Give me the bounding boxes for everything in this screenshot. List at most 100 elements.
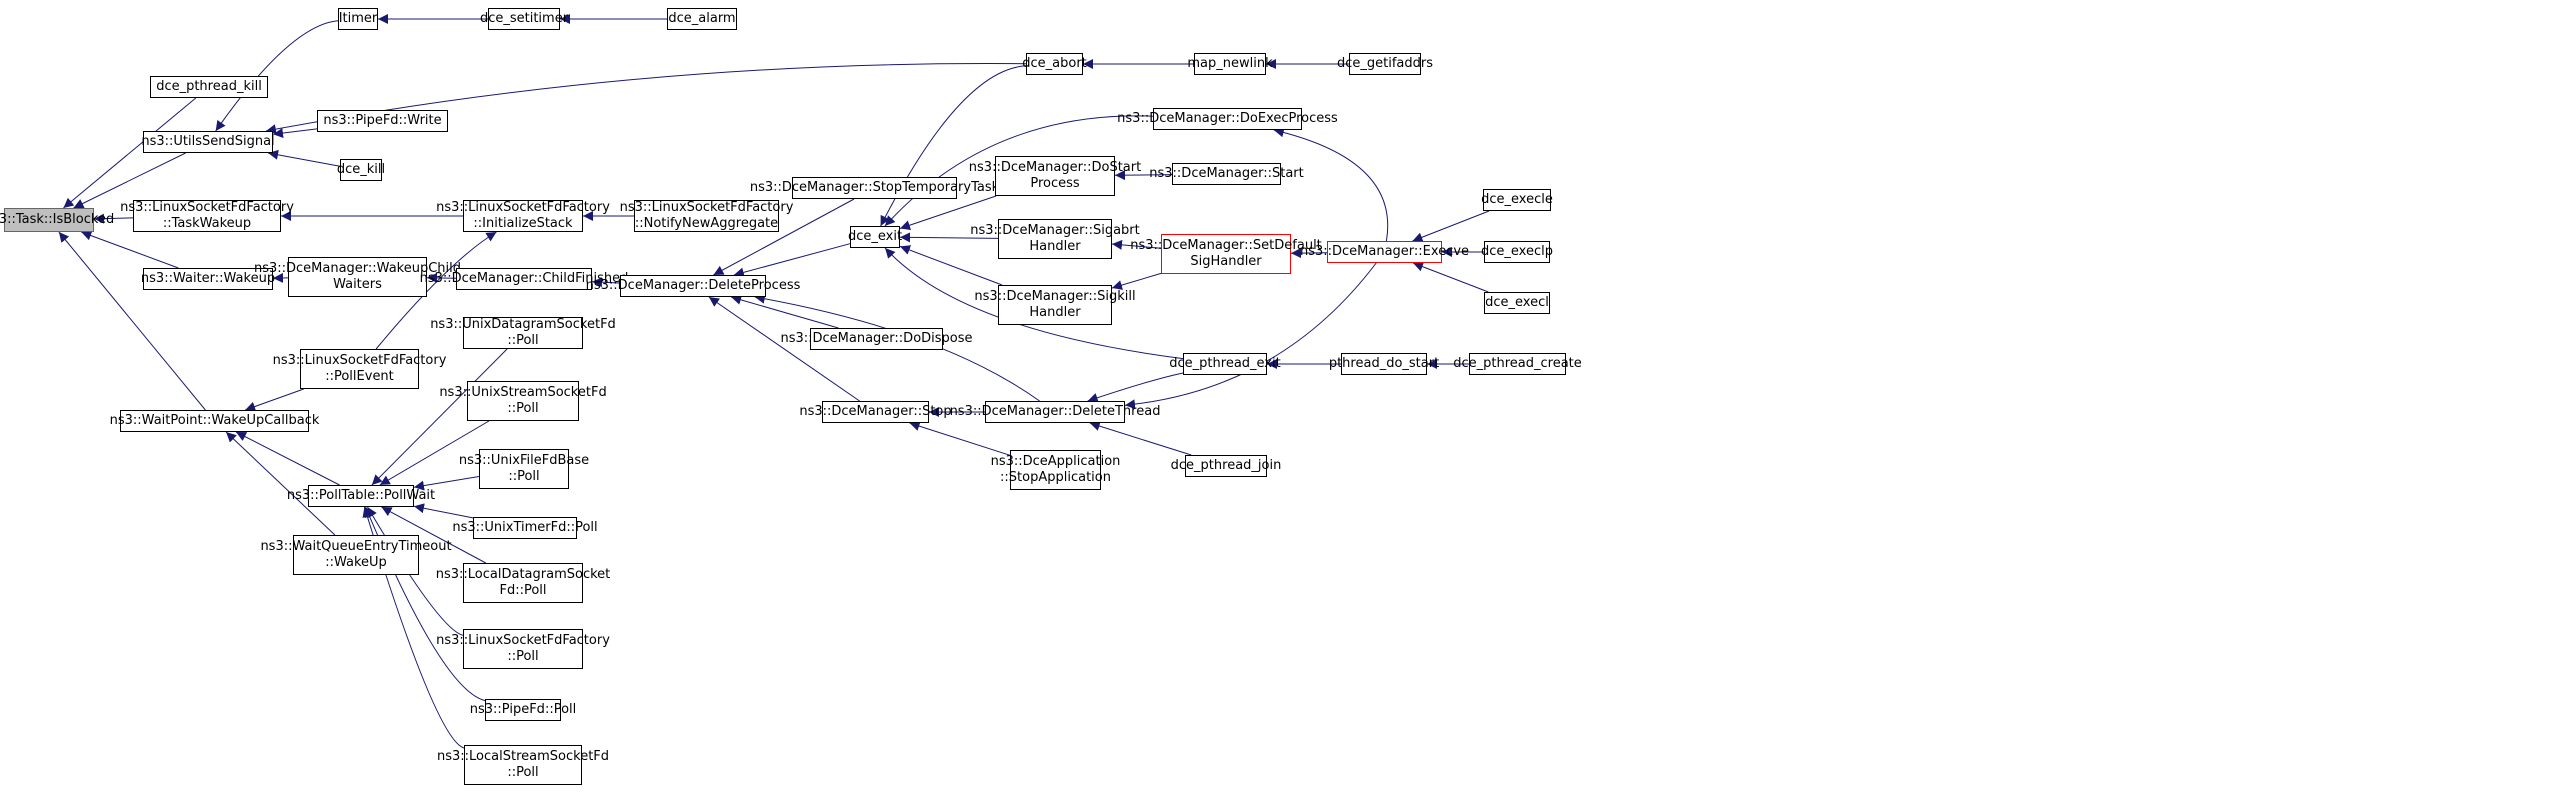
node-label-line: ns3::DceManager::DoStart	[968, 160, 1142, 175]
node-label-line: ns3::UtilsSendSignal	[141, 134, 275, 149]
node-childfinished[interactable]: ns3::DceManager::ChildFinished	[420, 268, 628, 290]
node-label-line: ns3::LinuxSocketFdFactory	[619, 200, 794, 215]
node-exit[interactable]: dce_exit	[848, 226, 902, 248]
node-label-line: ns3::PipeFd::Poll	[469, 702, 577, 717]
node-label-line: ::InitializeStack	[473, 216, 573, 231]
node-label-line: ns3::WaitPoint::WakeUpCallback	[109, 413, 320, 428]
node-pollevent[interactable]: ns3::LinuxSocketFdFactory::PollEvent	[273, 349, 446, 389]
node-label-line: dce_pthread_exit	[1169, 356, 1281, 371]
node-pipewrite[interactable]: ns3::PipeFd::Write	[317, 110, 448, 132]
edge-wpwake-to-isblocked	[58, 231, 206, 411]
node-alarm[interactable]: dce_alarm	[667, 8, 737, 30]
node-itimer[interactable]: Itimer	[338, 8, 378, 30]
node-doexec[interactable]: ns3::DceManager::DoExecProcess	[1117, 108, 1338, 130]
edge-wqetimeout-to-wpwake	[225, 431, 336, 536]
edge-execve-to-setdefsig	[1290, 248, 1328, 259]
node-pollwait[interactable]: ns3::PollTable::PollWait	[287, 485, 435, 507]
node-unixdgpoll[interactable]: ns3::UnixDatagramSocketFd::Poll	[430, 317, 616, 349]
node-label-line: ns3::DceManager::Stop	[799, 404, 952, 419]
node-kill[interactable]: dce_kill	[336, 159, 386, 181]
node-label-line: ::TaskWakeup	[162, 216, 252, 231]
edge-pthread_join-to-deletethread	[1089, 421, 1192, 456]
node-isblocked[interactable]: ns3::Task::IsBlocked	[0, 208, 114, 232]
node-label-line: ns3::Task::IsBlocked	[0, 212, 115, 227]
node-label-line: dce_setitimer	[479, 11, 569, 26]
node-tasklfwake[interactable]: ns3::LinuxSocketFdFactory::TaskWakeup	[120, 200, 294, 232]
node-label-line: ns3::DceManager::StopTemporaryTask	[749, 180, 1000, 195]
node-execve[interactable]: ns3::DceManager::Execve	[1300, 241, 1469, 263]
node-label-line: pthread_do_start	[1328, 356, 1440, 371]
edge-kill-to-utilssend	[268, 149, 341, 167]
node-unixfilepoll[interactable]: ns3::UnixFileFdBase::Poll	[459, 449, 589, 489]
node-label-line: ns3::UnixFileFdBase	[458, 453, 590, 468]
edge-exit-to-deleteprocess	[733, 243, 851, 278]
edge-sigkill-to-exit	[899, 245, 1003, 286]
node-label-line: ns3::LinuxSocketFdFactory	[436, 633, 610, 648]
node-execl[interactable]: dce_execl	[1484, 292, 1550, 314]
node-dodispose[interactable]: ns3::DceManager::DoDispose	[780, 328, 973, 350]
node-label-line: ns3::DceManager::DoExecProcess	[1117, 111, 1338, 126]
edge-dostart-to-exit	[899, 195, 997, 231]
node-label-line: ns3::DceManager::WakeupChild	[253, 261, 462, 276]
node-pthread_exit[interactable]: dce_pthread_exit	[1169, 353, 1281, 375]
node-label-line: ::PollEvent	[325, 369, 394, 384]
node-label-line: Process	[1030, 176, 1080, 191]
node-label-line: ::Poll	[507, 649, 539, 664]
node-wqetimeout[interactable]: ns3::WaitQueueEntryTimeout::WakeUp	[260, 535, 452, 575]
node-pthread_create[interactable]: dce_pthread_create	[1453, 353, 1582, 375]
node-unixstreampoll[interactable]: ns3::UnixStreamSocketFd::Poll	[439, 381, 607, 421]
node-label-line: dce_kill	[336, 162, 386, 177]
node-stop[interactable]: ns3::DceManager::Stop	[799, 401, 952, 423]
node-waiterwake[interactable]: ns3::Waiter::Wakeup	[140, 268, 276, 290]
node-lsffpoll[interactable]: ns3::LinuxSocketFdFactory::Poll	[436, 629, 610, 669]
node-label-line: ns3::UnixDatagramSocketFd	[430, 317, 616, 332]
node-setitimer[interactable]: dce_setitimer	[480, 8, 568, 30]
node-label-line: ::Poll	[507, 765, 539, 780]
node-label-line: Waiters	[333, 277, 382, 292]
node-initstack[interactable]: ns3::LinuxSocketFdFactory::InitializeSta…	[436, 200, 610, 232]
edge-pollevent-to-wpwake	[245, 388, 304, 412]
node-pipepoll[interactable]: ns3::PipeFd::Poll	[470, 699, 576, 721]
node-abort[interactable]: dce_abort	[1022, 53, 1087, 75]
node-label-line: SigHandler	[1190, 254, 1262, 269]
node-label-line: Itimer	[338, 11, 378, 26]
edge-unixstreampoll-to-pollwait	[379, 420, 490, 486]
edge-deleteprocess-to-childfinished	[591, 277, 621, 288]
node-getifaddrs[interactable]: dce_getifaddrs	[1337, 53, 1433, 75]
node-deleteprocess[interactable]: ns3::DceManager::DeleteProcess	[586, 275, 800, 297]
node-execlp[interactable]: dce_execlp	[1481, 241, 1553, 263]
edge-dodispose-to-deleteprocess	[730, 294, 839, 329]
node-deletethread[interactable]: ns3::DceManager::DeleteThread	[950, 401, 1160, 423]
node-stoptemp[interactable]: ns3::DceManager::StopTemporaryTask	[750, 177, 999, 199]
node-pthread_do_start[interactable]: pthread_do_start	[1329, 353, 1439, 375]
node-label-line: ns3::Waiter::Wakeup	[140, 271, 276, 286]
node-pthread_kill[interactable]: dce_pthread_kill	[150, 76, 268, 98]
node-label-line: ns3::WaitQueueEntryTimeout	[260, 539, 452, 554]
node-label-line: ns3::DceManager::Start	[1149, 166, 1304, 181]
node-utilssend[interactable]: ns3::UtilsSendSignal	[141, 131, 275, 153]
node-localstreampoll[interactable]: ns3::LocalStreamSocketFd::Poll	[437, 745, 609, 785]
edge-waiterwake-to-isblocked	[81, 230, 179, 269]
node-stopapp[interactable]: ns3::DceApplication::StopApplication	[991, 450, 1120, 490]
node-label-line: ::NotifyNewAggregate	[634, 216, 779, 231]
edge-unixfilepoll-to-pollwait	[413, 476, 480, 491]
node-mapnewlink[interactable]: map_newlink	[1187, 53, 1273, 75]
node-execle[interactable]: dce_execle	[1481, 189, 1553, 211]
node-unixtimerpoll[interactable]: ns3::UnixTimerFd::Poll	[452, 517, 598, 539]
node-wpwake[interactable]: ns3::WaitPoint::WakeUpCallback	[110, 410, 319, 432]
node-start[interactable]: ns3::DceManager::Start	[1149, 163, 1304, 185]
node-label-line: ::Poll	[507, 333, 539, 348]
edge-setdefsig-to-sigabrt	[1111, 239, 1162, 250]
edge-pollwait-to-wpwake	[235, 431, 340, 486]
node-pthread_join[interactable]: dce_pthread_join	[1171, 455, 1281, 477]
node-label-line: Fd::Poll	[499, 583, 547, 598]
edge-stop-to-deleteprocess	[708, 296, 860, 402]
node-notifyagg[interactable]: ns3::LinuxSocketFdFactory::NotifyNewAggr…	[620, 200, 793, 232]
